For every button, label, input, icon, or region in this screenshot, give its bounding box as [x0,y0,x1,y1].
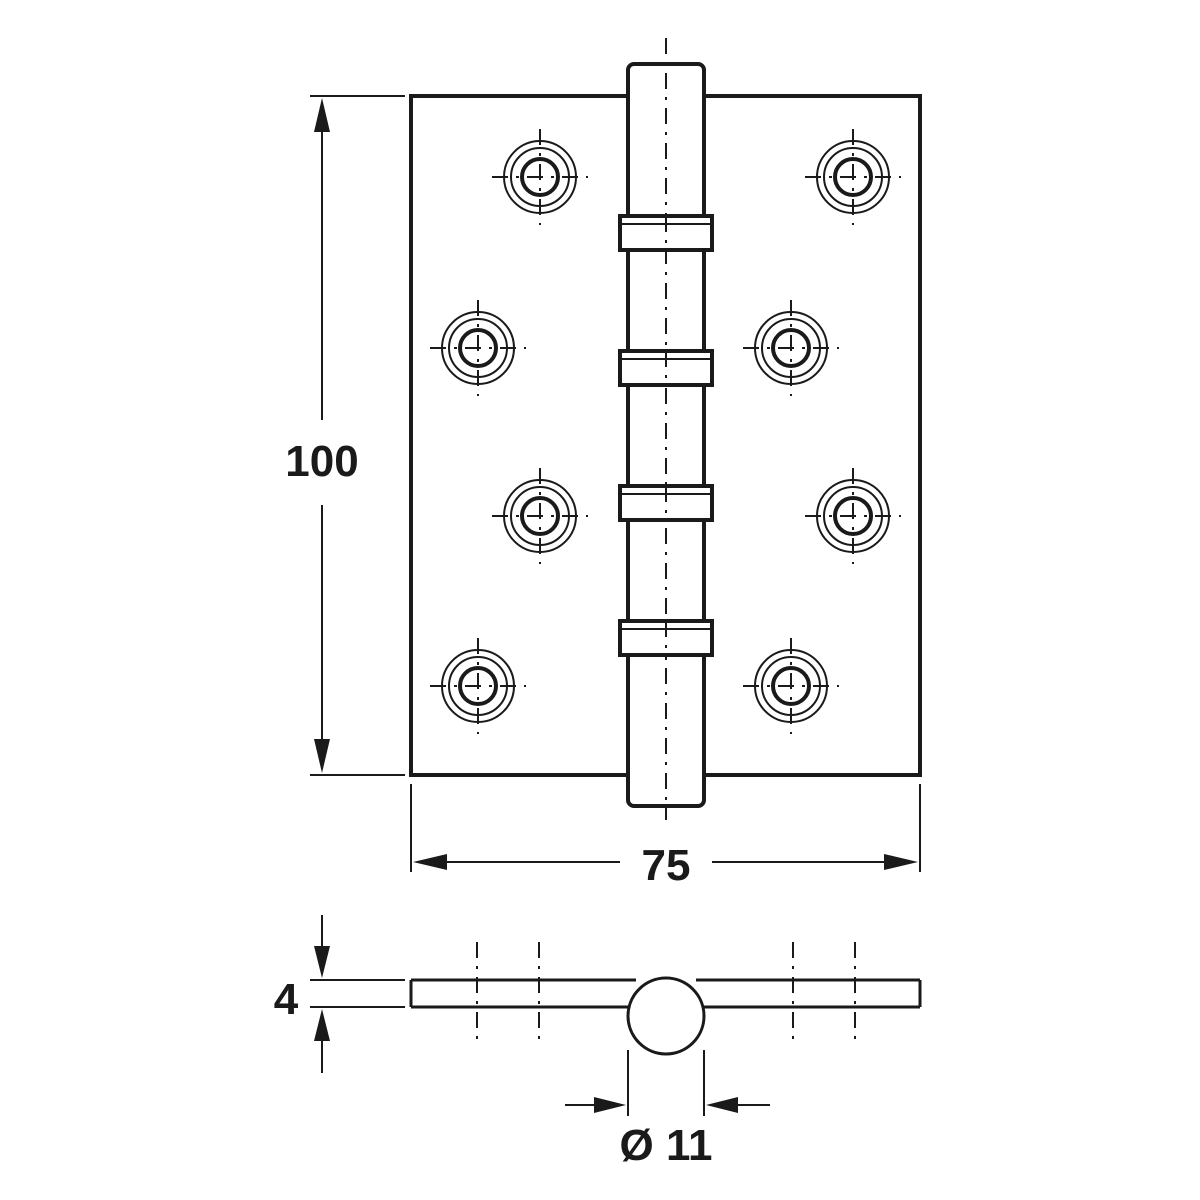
height-arrow-top [314,98,330,132]
width-arrow-left [413,854,447,870]
thickness-arrow-bottom [314,1009,330,1041]
hole-bore [520,157,560,197]
screw-hole-4 [743,300,839,396]
hole-bore [771,328,811,368]
screw-hole-6 [805,468,901,564]
hinge-front-view [409,38,922,820]
height-label: 100 [285,437,358,486]
screw-hole-1 [492,129,588,225]
screw-hole-3 [430,300,526,396]
pin-section [626,976,706,1056]
width-dimension: 75 [410,784,921,890]
knuckle-bands [618,214,714,657]
hole-bore [520,496,560,536]
hole-bore [771,666,811,706]
screw-hole-7 [430,638,526,734]
height-dimension: 100 [285,95,405,776]
hole-bore [833,157,873,197]
hole-bore [458,666,498,706]
hole-centerlines-side [476,942,856,1042]
hole-bore [458,328,498,368]
knuckle-band-2 [618,349,714,387]
screw-hole-5 [492,468,588,564]
width-label: 75 [642,841,691,890]
pin-diameter-label: Ø 11 [620,1121,713,1170]
thickness-arrow-top [314,946,330,978]
thickness-dimension: 4 [274,915,405,1073]
pin-diameter-dimension: Ø 11 [565,1050,770,1170]
knuckle-band-4 [618,619,714,657]
knuckle-band-1 [618,214,714,252]
hole-bore [833,496,873,536]
pin-arrow-left [594,1097,626,1113]
screw-hole-8 [743,638,839,734]
hinge-knuckle [618,38,714,820]
thickness-label: 4 [274,975,299,1024]
pin-arrow-right [706,1097,738,1113]
knuckle-band-3 [618,484,714,522]
screw-hole-2 [805,129,901,225]
width-arrow-right [884,854,918,870]
hinge-side-view [409,942,922,1056]
screw-holes [430,129,901,734]
height-arrow-bottom [314,739,330,773]
